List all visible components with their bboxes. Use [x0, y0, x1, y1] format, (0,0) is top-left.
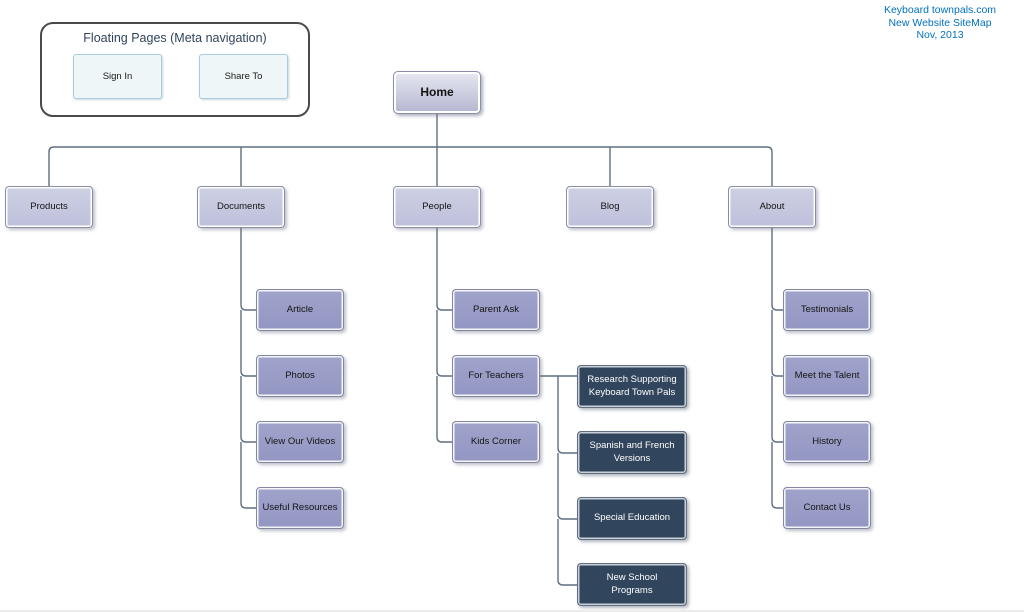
connector-documents-branch — [240, 228, 256, 509]
node-useful-resources: Useful Resources — [256, 487, 344, 529]
credit-line-date: Nov, 2013 — [916, 29, 964, 42]
node-for-teachers: For Teachers — [452, 355, 540, 397]
connector-about-branch — [771, 228, 783, 509]
node-new-school-programs: New School Programs — [577, 563, 687, 606]
node-share-to: Share To — [199, 54, 288, 99]
floating-pages-title: Floating Pages (Meta navigation) — [83, 31, 267, 45]
node-history: History — [783, 421, 871, 463]
node-kids-corner: Kids Corner — [452, 421, 540, 463]
connector-for-teachers-branch — [540, 375, 577, 586]
node-testimonials: Testimonials — [783, 289, 871, 331]
node-products: Products — [5, 186, 93, 228]
node-home: Home — [393, 71, 481, 114]
node-photos: Photos — [256, 355, 344, 397]
node-sign-in: Sign In — [73, 54, 162, 99]
node-documents: Documents — [197, 186, 285, 228]
node-view-our-videos: View Our Videos — [256, 421, 344, 463]
node-spanish-french: Spanish and French Versions — [577, 431, 687, 474]
node-special-education: Special Education — [577, 497, 687, 540]
connector-trunk — [48, 114, 773, 186]
node-about: About — [728, 186, 816, 228]
node-people: People — [393, 186, 481, 228]
node-parent-ask: Parent Ask — [452, 289, 540, 331]
credit-line-site: Keyboard townpals.com — [883, 4, 997, 16]
node-contact-us: Contact Us — [783, 487, 871, 529]
credit-block: Keyboard townpals.com New Website SiteMa… — [864, 4, 1016, 42]
node-meet-the-talent: Meet the Talent — [783, 355, 871, 397]
credit-line-title: New Website SiteMap — [888, 16, 992, 29]
node-research-supporting: Research Supporting Keyboard Town Pals — [577, 365, 687, 408]
node-blog: Blog — [566, 186, 654, 228]
page-bottom-edge — [0, 610, 1024, 612]
connector-people-branch — [436, 228, 452, 443]
node-article: Article — [256, 289, 344, 331]
floating-pages-group: Floating Pages (Meta navigation) Sign In… — [40, 22, 310, 117]
